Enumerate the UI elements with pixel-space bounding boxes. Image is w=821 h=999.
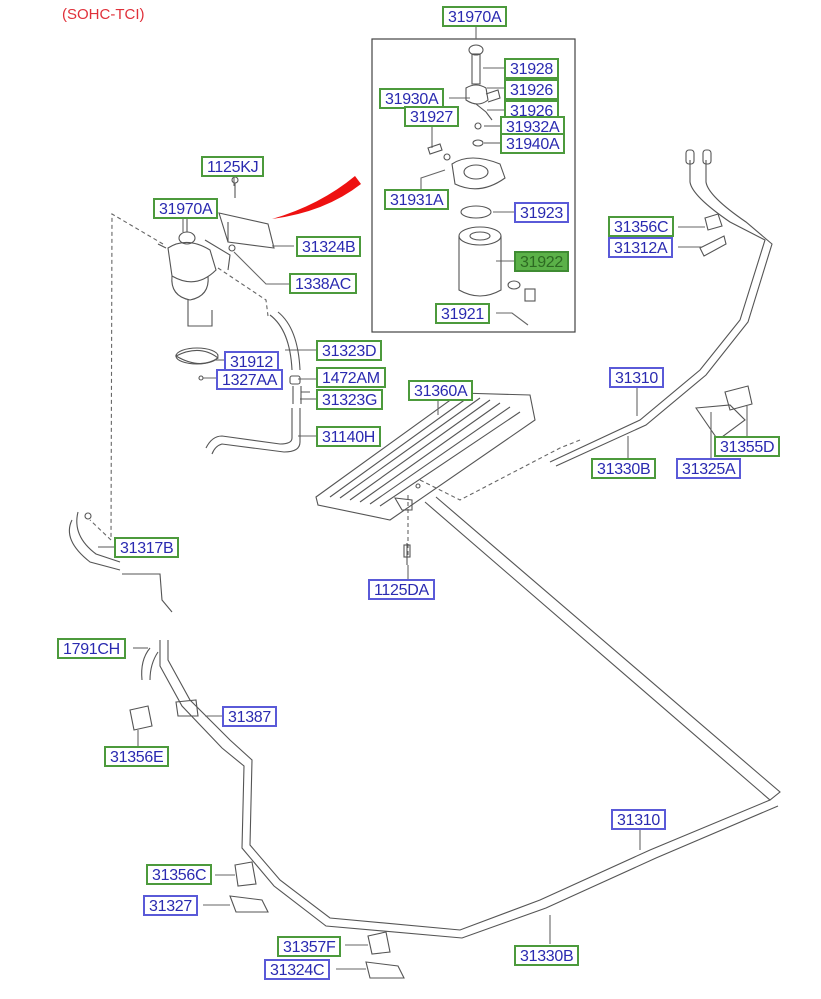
part-label-31324C[interactable]: 31324C bbox=[264, 959, 331, 980]
part-label-31912[interactable]: 31912 bbox=[224, 351, 279, 372]
part-label-31922-highlighted[interactable]: 31922 bbox=[514, 251, 569, 272]
part-label-31140H[interactable]: 31140H bbox=[316, 426, 382, 447]
part-label-31927[interactable]: 31927 bbox=[404, 106, 459, 127]
right-bottom-leader-lines bbox=[98, 226, 748, 970]
part-label-31312A[interactable]: 31312A bbox=[608, 237, 674, 258]
part-label-31923[interactable]: 31923 bbox=[514, 202, 569, 223]
part-label-1327AA[interactable]: 1327AA bbox=[216, 369, 284, 390]
part-label-31325A[interactable]: 31325A bbox=[676, 458, 742, 479]
part-label-31387[interactable]: 31387 bbox=[222, 706, 277, 727]
part-label-1791CH[interactable]: 1791CH bbox=[57, 638, 126, 659]
part-label-31355D[interactable]: 31355D bbox=[714, 436, 781, 457]
part-label-31921[interactable]: 31921 bbox=[435, 303, 490, 324]
part-label-1125KJ[interactable]: 1125KJ bbox=[201, 156, 265, 177]
part-label-31323G[interactable]: 31323G bbox=[316, 389, 384, 410]
part-label-31327[interactable]: 31327 bbox=[143, 895, 198, 916]
detail-inset-frame bbox=[371, 38, 576, 333]
inset-leader-lines bbox=[420, 25, 529, 326]
part-label-31356E[interactable]: 31356E bbox=[104, 746, 170, 767]
part-label-31926-b[interactable]: 31926 bbox=[504, 100, 559, 121]
part-label-1472AM[interactable]: 1472AM bbox=[316, 367, 386, 388]
part-label-1125DA[interactable]: 1125DA bbox=[368, 579, 435, 600]
part-label-31931A[interactable]: 31931A bbox=[384, 189, 450, 210]
part-label-31970A-top[interactable]: 31970A bbox=[442, 6, 508, 27]
fuel-cooler-31360A bbox=[315, 392, 536, 565]
diagram-title: (SOHC-TCI) bbox=[62, 6, 145, 23]
part-label-31310-top[interactable]: 31310 bbox=[609, 367, 664, 388]
part-label-31317B[interactable]: 31317B bbox=[114, 537, 180, 558]
part-label-31310-bottom[interactable]: 31310 bbox=[611, 809, 666, 830]
part-label-31928[interactable]: 31928 bbox=[504, 58, 559, 79]
part-label-31940A[interactable]: 31940A bbox=[500, 133, 566, 154]
part-label-31324B[interactable]: 31324B bbox=[296, 236, 362, 257]
red-pointer-arrow bbox=[272, 176, 361, 219]
dashed-connector-lines bbox=[89, 213, 581, 556]
part-label-31357F[interactable]: 31357F bbox=[277, 936, 342, 957]
fuel-filter-head-assembly bbox=[427, 44, 536, 302]
part-label-1338AC[interactable]: 1338AC bbox=[289, 273, 358, 294]
main-fuel-line bbox=[68, 149, 781, 939]
clip-parts bbox=[129, 213, 753, 979]
part-label-31926-a[interactable]: 31926 bbox=[504, 79, 559, 100]
fuel-filter-assembly-left bbox=[157, 172, 275, 381]
part-label-31970A-left[interactable]: 31970A bbox=[153, 198, 219, 219]
part-label-31330B-top[interactable]: 31330B bbox=[591, 458, 657, 479]
part-label-31323D[interactable]: 31323D bbox=[316, 340, 383, 361]
part-label-31356C-bottom[interactable]: 31356C bbox=[146, 864, 213, 885]
part-label-31330B-bottom[interactable]: 31330B bbox=[514, 945, 580, 966]
part-label-31356C-top[interactable]: 31356C bbox=[608, 216, 675, 237]
part-label-31360A[interactable]: 31360A bbox=[408, 380, 474, 401]
fuel-hoses bbox=[205, 311, 310, 455]
